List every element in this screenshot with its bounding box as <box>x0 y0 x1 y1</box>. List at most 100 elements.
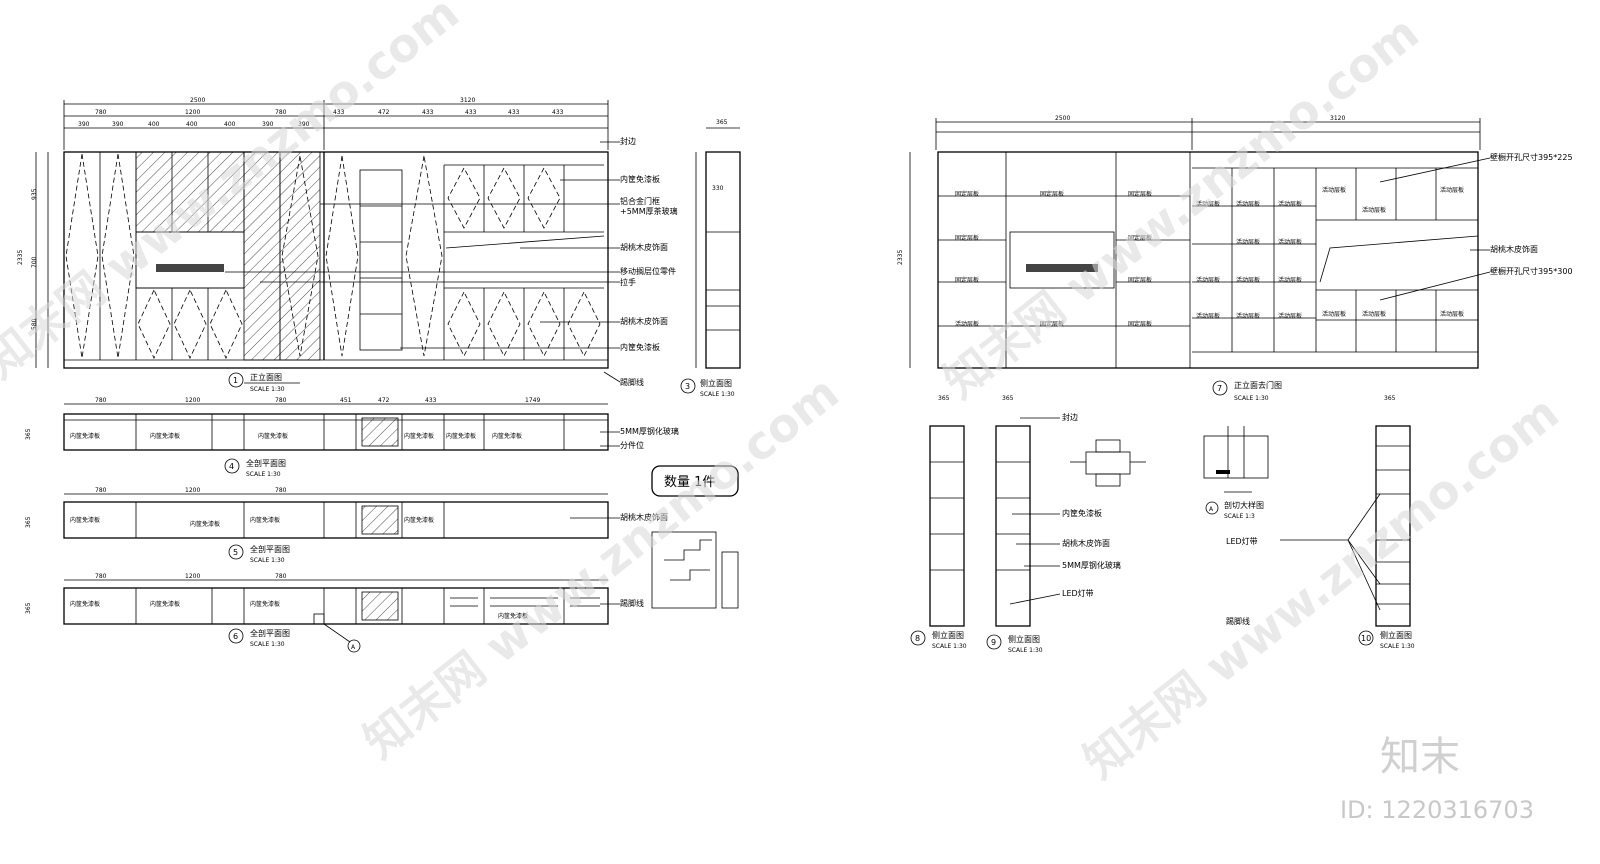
callout-seal2: 封边 <box>1062 412 1078 422</box>
svg-text:内筐免漆板: 内筐免漆板 <box>492 432 522 440</box>
front-elevation: 2500 3120 780 1200 780 433 472 433 433 4… <box>17 97 678 393</box>
callout-inner-panel: 内筐免漆板 <box>620 174 660 184</box>
svg-text:1200: 1200 <box>185 487 200 494</box>
front-title: 正立面图 <box>250 372 282 382</box>
svg-text:SCALE 1:30: SCALE 1:30 <box>932 643 967 650</box>
side9-title: 侧立面图 <box>1008 634 1040 644</box>
dim-1200-1: 1200 <box>185 109 200 116</box>
svg-text:活动层板: 活动层板 <box>1278 238 1302 246</box>
dim-390-3: 390 <box>262 121 274 128</box>
callout-inner-panel2: 内筐免漆板 <box>620 342 660 352</box>
dim-h2335: 2335 <box>17 250 24 265</box>
svg-text:固定层板: 固定层板 <box>1040 190 1064 198</box>
svg-text:780: 780 <box>275 573 287 580</box>
callout-led: LED灯带 <box>1062 588 1094 598</box>
callout-kick2: 踢脚线 <box>620 598 644 608</box>
svg-text:固定层板: 固定层板 <box>955 190 979 198</box>
svg-text:365: 365 <box>25 516 32 528</box>
svg-text:SCALE 1:30: SCALE 1:30 <box>1008 647 1043 654</box>
callout-walnut4: 胡桃木皮饰面 <box>1490 244 1538 254</box>
svg-text:活动层板: 活动层板 <box>1440 186 1464 194</box>
svg-text:固定层板: 固定层板 <box>1128 190 1152 198</box>
dim-400-2: 400 <box>186 121 198 128</box>
svg-text:4: 4 <box>229 462 234 471</box>
callout-kick3: 踢脚线 <box>1226 616 1250 626</box>
side3-scale: SCALE 1:30 <box>700 391 735 398</box>
svg-text:SCALE 1:30: SCALE 1:30 <box>250 557 285 564</box>
svg-text:活动层板: 活动层板 <box>1362 206 1386 214</box>
side3-num: 3 <box>685 382 690 391</box>
svg-text:330: 330 <box>712 185 724 192</box>
svg-text:6: 6 <box>233 632 238 641</box>
callout-inner3: 内筐免漆板 <box>1062 508 1102 518</box>
callout-split: 分件位 <box>620 440 644 450</box>
front-scale: SCALE 1:30 <box>250 386 285 393</box>
callout-glass5: 5MM厚钢化玻璃 <box>620 426 679 436</box>
dim-390-1: 390 <box>78 121 90 128</box>
svg-text:内筐免漆板: 内筐免漆板 <box>70 432 100 440</box>
svg-text:活动层板: 活动层板 <box>1196 200 1220 208</box>
svg-text:365: 365 <box>716 119 728 126</box>
dim-780-1: 780 <box>95 109 107 116</box>
svg-text:SCALE 1:30: SCALE 1:30 <box>1380 643 1415 650</box>
dim-total-a: 2500 <box>190 97 205 104</box>
dim-433-2: 433 <box>422 109 434 116</box>
dim-390-2: 390 <box>112 121 124 128</box>
plan6-title: 全剖平面图 <box>250 628 290 638</box>
svg-text:内筐免漆板: 内筐免漆板 <box>258 432 288 440</box>
front-nodoor-title: 正立面去门图 <box>1234 380 1282 390</box>
callout-glass6: 5MM厚钢化玻璃 <box>1062 560 1121 570</box>
quantity-box: 数量 1件 <box>651 465 739 497</box>
side-elevation-3: 365 330 3 侧立面图 SCALE 1:30 <box>680 119 741 398</box>
svg-text:活动层板: 活动层板 <box>1236 276 1260 284</box>
plan-section-5: 780 1200 780 365 内筐免漆板 内筐免漆板 内筐免漆板 内筐免漆板… <box>25 487 668 564</box>
side10-title: 侧立面图 <box>1380 630 1412 640</box>
detailA-title: 剖切大样图 <box>1224 500 1264 510</box>
svg-text:8: 8 <box>915 634 920 643</box>
svg-text:3120: 3120 <box>1330 115 1345 122</box>
svg-text:2335: 2335 <box>897 250 904 265</box>
svg-text:780: 780 <box>95 397 107 404</box>
svg-text:内筐免漆板: 内筐免漆板 <box>190 520 220 528</box>
dim-433-1: 433 <box>333 109 345 116</box>
svg-text:固定层板: 固定层板 <box>955 276 979 284</box>
svg-text:7: 7 <box>1217 384 1222 393</box>
front-num: 1 <box>233 376 238 385</box>
svg-text:活动层板: 活动层板 <box>1278 276 1302 284</box>
svg-text:内筐免漆板: 内筐免漆板 <box>150 600 180 608</box>
callout-glass: +5MM厚茶玻璃 <box>620 206 678 216</box>
svg-text:1200: 1200 <box>185 573 200 580</box>
svg-text:472: 472 <box>378 397 390 404</box>
plan4-title: 全剖平面图 <box>246 458 286 468</box>
svg-text:1200: 1200 <box>185 397 200 404</box>
section-detail-cross <box>1070 439 1146 487</box>
svg-text:A: A <box>351 644 356 651</box>
callout-handle: 拉手 <box>620 277 636 287</box>
svg-text:活动层板: 活动层板 <box>1362 310 1386 318</box>
svg-text:活动层板: 活动层板 <box>1322 310 1346 318</box>
svg-text:SCALE 1:3: SCALE 1:3 <box>1224 513 1255 520</box>
watermark-4: 知末网 www.znzmo.com <box>1074 385 1569 788</box>
dim-390-4: 390 <box>298 121 310 128</box>
plan-section-6: 780 1200 780 365 内筐免漆板 内筐免漆板 内筐免漆板 内筐免漆板… <box>25 573 644 653</box>
svg-text:SCALE 1:30: SCALE 1:30 <box>246 471 281 478</box>
plan5-title: 全剖平面图 <box>250 544 290 554</box>
svg-text:780: 780 <box>95 573 107 580</box>
svg-text:内筐免漆板: 内筐免漆板 <box>446 432 476 440</box>
dim-780-2: 780 <box>275 109 287 116</box>
dim-h580: 580 <box>31 318 38 330</box>
svg-text:活动层板: 活动层板 <box>1278 200 1302 208</box>
svg-text:固定层板: 固定层板 <box>1128 234 1152 242</box>
dim-472-1: 472 <box>378 109 390 116</box>
svg-text:内筐免漆板: 内筐免漆板 <box>70 516 100 524</box>
svg-text:活动层板: 活动层板 <box>1236 238 1260 246</box>
callout-led2: LED灯带 <box>1226 536 1258 546</box>
callout-walnut: 胡桃木皮饰面 <box>620 242 668 252</box>
callout-walnut3: 胡桃木皮饰面 <box>620 512 668 522</box>
dim-total-b: 3120 <box>460 97 475 104</box>
dim-400-1: 400 <box>148 121 160 128</box>
watermarks: 知末网 www.znzmo.com 知末网 www.znzmo.com 知末网 … <box>0 0 1569 789</box>
svg-text:365: 365 <box>938 395 950 402</box>
watermark-2: 知末网 www.znzmo.com <box>354 365 849 768</box>
svg-text:9: 9 <box>991 638 996 647</box>
